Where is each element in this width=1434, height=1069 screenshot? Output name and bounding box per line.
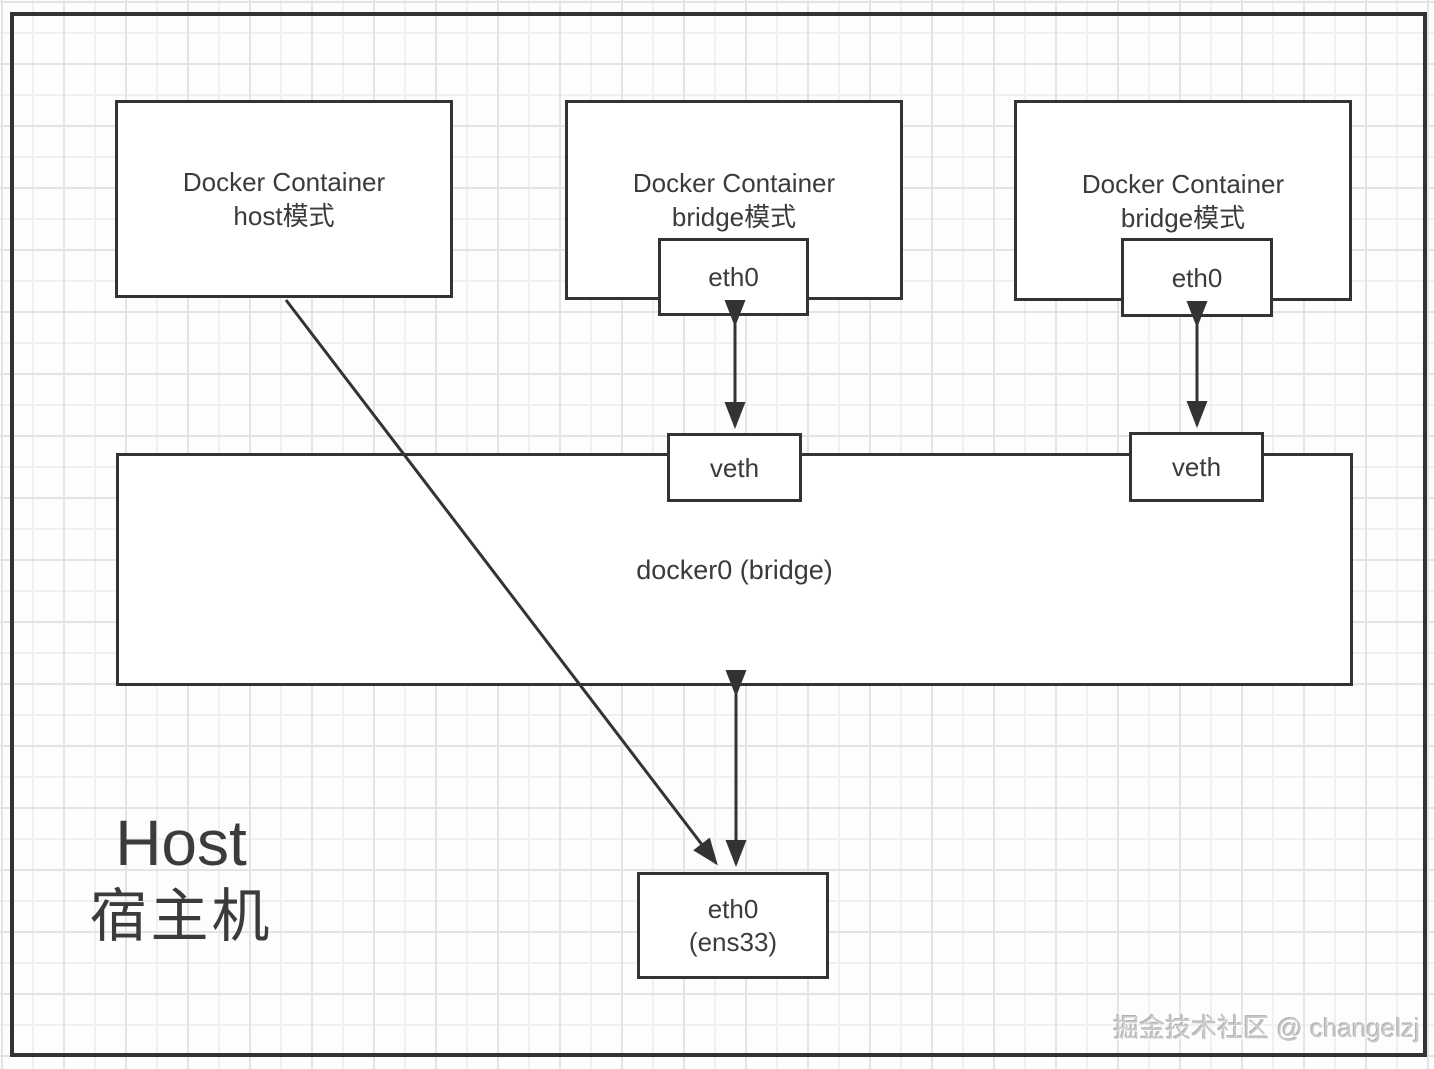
eth0-interface-box-2: eth0: [1121, 238, 1273, 317]
container-bridge1-title-line2: bridge模式: [671, 202, 797, 232]
container-host-mode-box: Docker Container host模式: [115, 100, 453, 298]
host-boundary-box: [10, 12, 1427, 1057]
host-eth0-label-line1: eth0: [707, 893, 759, 924]
watermark: 掘金技术社区 @ changelzj: [1113, 1013, 1420, 1043]
host-label-cn: 宿主机: [89, 884, 273, 949]
container-bridge2-title-line1: Docker Container: [1081, 168, 1285, 199]
veth-interface-label-2: veth: [1171, 452, 1222, 482]
host-label-en: Host: [115, 807, 247, 879]
container-host-title-line2: host模式: [233, 201, 335, 231]
eth0-interface-label-1: eth0: [708, 262, 759, 292]
veth-interface-box-1: veth: [667, 433, 802, 502]
container-bridge1-title-line1: Docker Container: [632, 168, 836, 198]
veth-interface-label-1: veth: [709, 452, 760, 483]
host-eth0-ens33-box: eth0 (ens33): [637, 872, 829, 979]
host-eth0-label-line2: (ens33): [688, 926, 778, 957]
container-host-title-line1: Docker Container: [182, 167, 386, 197]
eth0-interface-label-2: eth0: [1171, 262, 1223, 293]
eth0-interface-box-1: eth0: [658, 238, 809, 316]
veth-interface-box-2: veth: [1129, 432, 1264, 502]
container-bridge2-title-line2: bridge模式: [1120, 202, 1246, 233]
host-label: Host 宿主机: [78, 808, 284, 956]
docker0-bridge-label: docker0 (bridge): [636, 554, 833, 585]
